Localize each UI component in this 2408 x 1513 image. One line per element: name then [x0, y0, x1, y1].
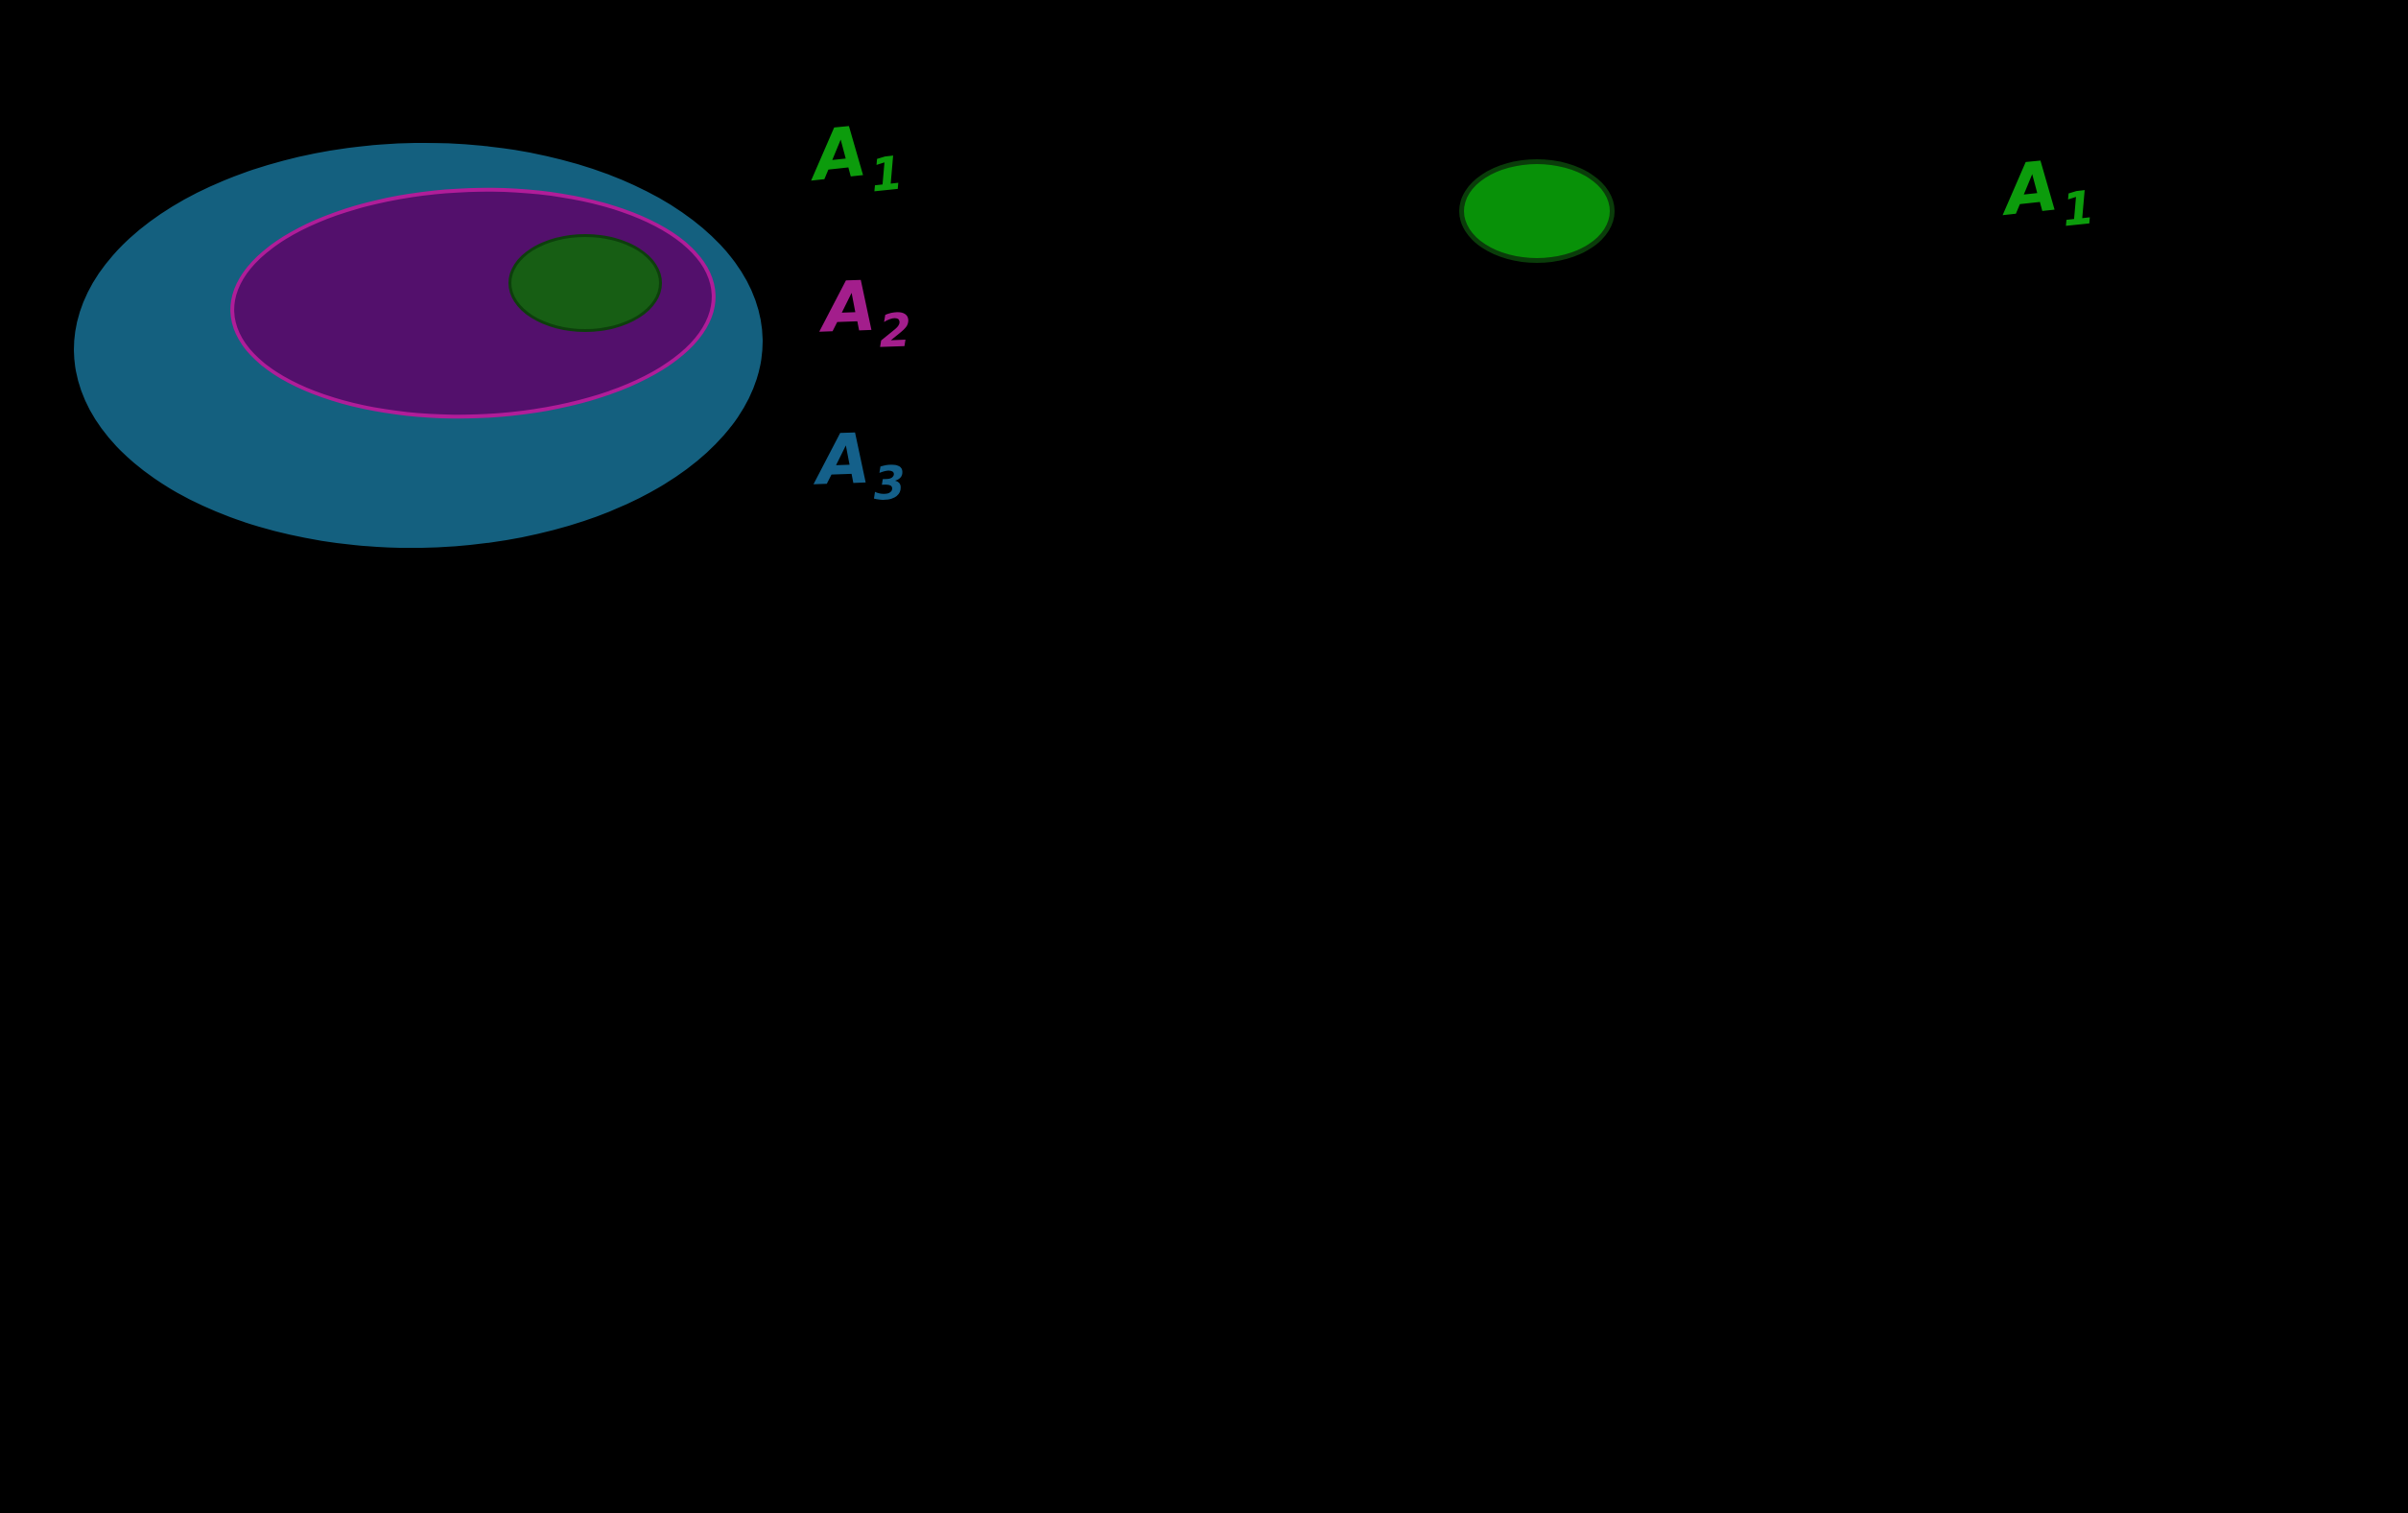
label-a3: A3: [815, 418, 909, 511]
label-subscript: 1: [2059, 180, 2099, 238]
label-subscript: 1: [867, 146, 908, 203]
right-label-a1: A1: [2000, 145, 2099, 239]
label-a1: A1: [809, 110, 908, 204]
label-a2: A2: [821, 266, 914, 359]
label-subscript: 3: [872, 456, 909, 511]
label-base: A: [821, 265, 880, 348]
set-a1-ellipse: [508, 234, 662, 332]
label-base: A: [815, 417, 874, 501]
label-base: A: [2000, 145, 2065, 231]
label-subscript: 2: [878, 303, 914, 359]
middle-set-a1-ellipse: [1459, 159, 1615, 263]
label-base: A: [809, 110, 873, 197]
